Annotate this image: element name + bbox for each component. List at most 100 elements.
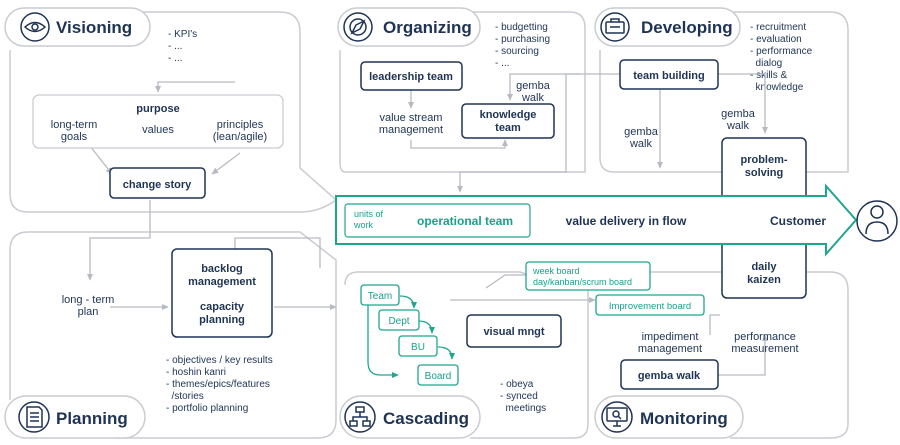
- note: - KPI's: [168, 29, 197, 40]
- impediment-line1: impediment: [642, 331, 699, 343]
- units-of-work-line2: work: [353, 220, 374, 230]
- compass-icon: [349, 18, 367, 36]
- visual-mngt-label: visual mngt: [483, 326, 544, 338]
- cascading-header: Cascading: [339, 395, 481, 439]
- visioning-notes: - KPI's - ... - ...: [168, 29, 197, 64]
- note: knowledge: [750, 82, 804, 93]
- organizing-header: Organizing: [337, 7, 481, 47]
- note: - hoshin kanri: [166, 367, 226, 378]
- monitor-icon: [606, 407, 628, 427]
- purpose-box: purpose long-term goals values principle…: [32, 94, 284, 149]
- leadership-team-box: leadership team: [360, 61, 463, 91]
- gemba-walk-box: gemba walk: [620, 359, 719, 390]
- planning-title: Planning: [56, 409, 128, 428]
- leadership-team-label: leadership team: [369, 71, 453, 83]
- organizing-title: Organizing: [383, 18, 472, 37]
- gemba-walk-box-label: gemba walk: [638, 370, 701, 382]
- cascading-title: Cascading: [383, 409, 469, 428]
- backlog-line1: backlog: [201, 263, 243, 275]
- performance-line2: measurement: [731, 343, 798, 355]
- developing-notes: - recruitment - evaluation - performance…: [750, 22, 813, 93]
- gemba-walk-left-line1: gemba: [624, 126, 659, 138]
- note: - skills &: [750, 70, 788, 81]
- planning-header: Planning: [4, 395, 146, 439]
- visioning-title: Visioning: [56, 18, 132, 37]
- planning-notes: - objectives / key results - hoshin kanr…: [166, 355, 273, 414]
- developing-title: Developing: [641, 18, 733, 37]
- gemba-walk-right-line1: gemba: [721, 108, 756, 120]
- hierarchy-icon: [349, 406, 371, 427]
- note: - portfolio planning: [166, 403, 248, 414]
- visioning-header: Visioning: [4, 7, 151, 47]
- change-story-box: change story: [109, 167, 206, 199]
- capacity-line1: capacity: [200, 301, 245, 313]
- note: - obeya: [500, 379, 534, 390]
- cascade-bu: BU: [411, 342, 425, 353]
- long-term-plan-line1: long - term: [62, 294, 115, 306]
- improvement-board-label: Improvement board: [609, 301, 691, 312]
- note: - performance: [750, 46, 813, 57]
- note: - ...: [495, 58, 509, 69]
- principles-line1: principles: [217, 119, 264, 131]
- problem-solving-line2: solving: [745, 167, 784, 179]
- monitoring-title: Monitoring: [640, 409, 728, 428]
- principles-line2: (lean/agile): [213, 131, 267, 143]
- note: - budgetting: [495, 22, 548, 33]
- gemba-walk-top-line1: gemba: [516, 80, 551, 92]
- cascade-board: Board: [425, 371, 452, 382]
- long-term-goals-line1: long-term: [51, 119, 97, 131]
- long-term-goals-line2: goals: [61, 131, 88, 143]
- planning-panel: [9, 231, 337, 439]
- backlog-line2: management: [188, 276, 256, 288]
- gemba-walk-left-line2: walk: [629, 138, 653, 150]
- note: - ...: [168, 41, 182, 52]
- customer-icon: [856, 200, 898, 242]
- developing-header: Developing: [594, 7, 741, 47]
- backlog-box: backlog management capacity planning: [171, 248, 273, 338]
- cascade-staircase: Team Dept BU Board: [360, 284, 459, 386]
- visioning-panel: [9, 11, 338, 213]
- knowledge-team-line1: knowledge: [480, 109, 537, 121]
- operational-team-box: units of work operational team: [344, 203, 531, 238]
- document-icon: [26, 406, 43, 428]
- customer-label: Customer: [770, 214, 826, 228]
- gemba-walk-top-line2: walk: [521, 92, 545, 104]
- impediment-line2: management: [638, 343, 702, 355]
- cascade-dept: Dept: [388, 316, 409, 327]
- note: meetings: [500, 403, 546, 414]
- value-stream-line1: value stream: [380, 112, 443, 124]
- note: - synced: [500, 391, 538, 402]
- daily-kaizen-line2: kaizen: [747, 274, 781, 286]
- daily-kaizen-line1: daily: [751, 261, 777, 273]
- toolbox-icon: [605, 18, 625, 34]
- note: - evaluation: [750, 34, 802, 45]
- note: - purchasing: [495, 34, 550, 45]
- change-story-label: change story: [123, 179, 192, 191]
- problem-solving-line1: problem-: [740, 154, 787, 166]
- team-building-label: team building: [633, 70, 705, 82]
- note: - sourcing: [495, 46, 539, 57]
- capacity-line2: planning: [199, 314, 245, 326]
- performance-line1: performance: [734, 331, 796, 343]
- note: - recruitment: [750, 22, 806, 33]
- long-term-plan-line2: plan: [78, 306, 99, 318]
- cascading-notes: - obeya - synced meetings: [500, 379, 546, 414]
- note: /stories: [166, 391, 204, 402]
- organizing-panel: [339, 11, 586, 173]
- cascade-team: Team: [368, 291, 392, 302]
- week-board-line2: day/kanban/scrum board: [533, 277, 632, 287]
- developing-panel: [599, 11, 849, 173]
- improvement-board-box: Improvement board: [595, 294, 705, 316]
- organizing-notes: - budgetting - purchasing - sourcing - .…: [495, 22, 550, 69]
- note: - themes/epics/features: [166, 379, 270, 390]
- operational-team-label: operational team: [417, 214, 513, 228]
- week-board-box: week board day/kanban/scrum board: [525, 261, 651, 291]
- monitoring-header: Monitoring: [594, 395, 744, 439]
- values-label: values: [142, 124, 174, 136]
- units-of-work-line1: units of: [354, 209, 384, 219]
- note: dialog: [750, 58, 782, 69]
- week-board-line1: week board: [532, 266, 580, 276]
- eye-icon: [23, 21, 47, 33]
